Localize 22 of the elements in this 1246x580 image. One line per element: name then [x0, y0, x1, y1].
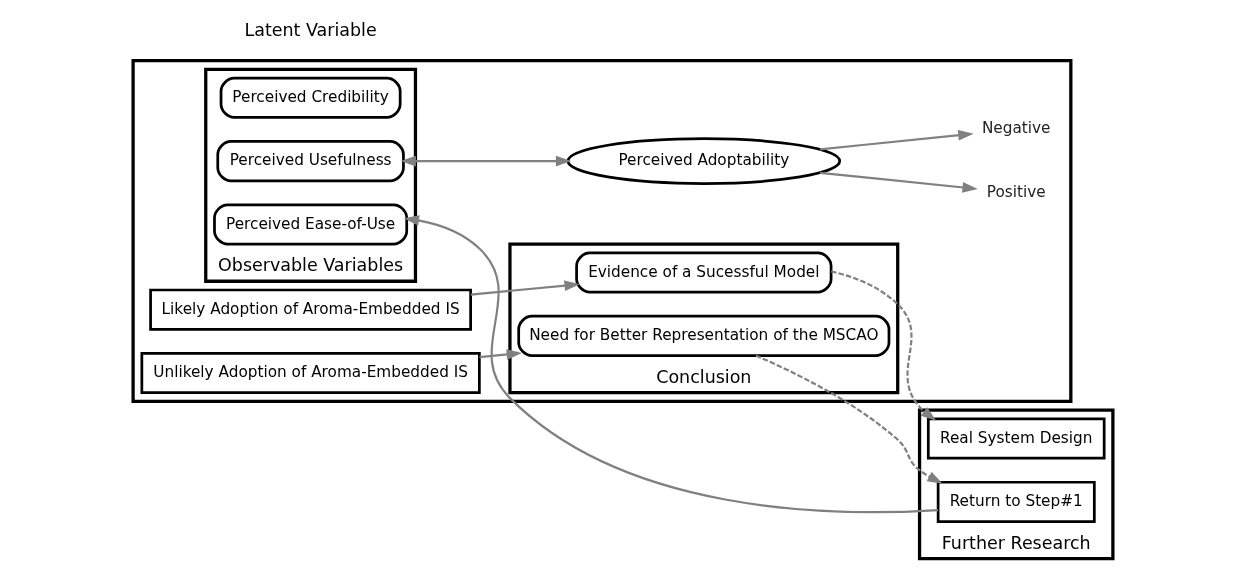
- arrow: [755, 354, 943, 484]
- arrow: [400, 155, 572, 167]
- arrow: [403, 215, 939, 514]
- label: Latent Variable: [244, 20, 377, 41]
- node-box: Perceived Credibility: [219, 76, 402, 119]
- node-box: Return to Step#1: [936, 480, 1096, 523]
- node-box: Unlikely Adoption of Aroma-Embedded IS: [140, 352, 481, 395]
- node-box: Real System Design: [926, 417, 1106, 460]
- node-ellipse: Perceived Adoptability: [566, 137, 842, 185]
- arrow: [830, 270, 937, 421]
- node-box: Perceived Usefulness: [216, 140, 405, 183]
- node-box: Likely Adoption of Aroma-Embedded IS: [149, 288, 472, 331]
- arrow: [819, 171, 978, 193]
- arrow: [479, 349, 522, 360]
- node-box: Evidence of a Sucessful Model: [575, 251, 833, 294]
- node-text: Positive: [986, 182, 1046, 201]
- node-text: Negative: [981, 119, 1051, 138]
- arrow: [819, 129, 974, 151]
- arrow: [470, 280, 580, 296]
- node-box: Perceived Ease-of-Use: [213, 203, 409, 246]
- node-box: Need for Better Representation of the MSCAO: [517, 314, 891, 357]
- cluster: [131, 59, 1073, 404]
